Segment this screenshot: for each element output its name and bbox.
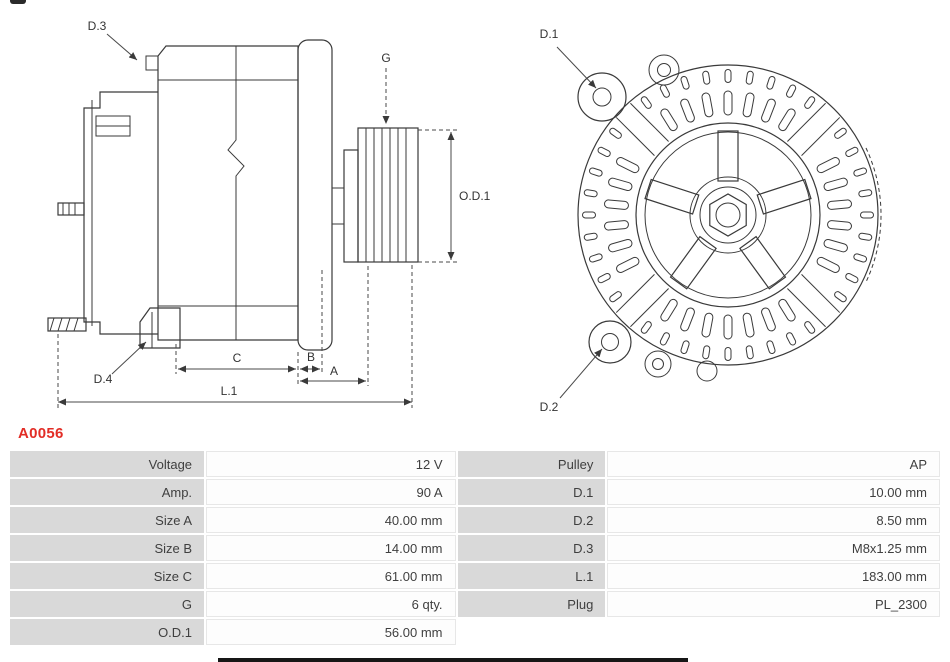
alternator-front-view	[577, 54, 882, 382]
mounting-ear-bottom	[588, 320, 632, 364]
front-bracket	[297, 39, 333, 351]
spec-label: Amp.	[10, 479, 205, 505]
pulley-spoke	[739, 235, 787, 290]
pulley-hub	[343, 149, 359, 263]
technical-diagram: D.3 D.4 G O.D.1 C B A L.1	[47, 19, 882, 414]
part-number: A0056	[18, 425, 64, 442]
spec-value: AP	[607, 451, 940, 477]
spec-value: PL_2300	[607, 591, 940, 617]
spec-value	[607, 619, 940, 645]
housing-section-line	[227, 46, 245, 340]
spec-label: Size C	[10, 563, 205, 589]
pulley-spoke	[644, 178, 700, 215]
housing-rib-edge	[865, 147, 882, 283]
page-corner-mark	[10, 0, 26, 4]
spec-value: 12 V	[206, 451, 456, 477]
dim-label-l1: L.1	[221, 384, 238, 398]
mounting-ear-top	[577, 72, 627, 122]
dim-label-c: C	[233, 351, 242, 365]
spec-label: D.1	[457, 479, 606, 505]
spec-value: 8.50 mm	[607, 507, 940, 533]
spec-value: 6 qty.	[206, 591, 456, 617]
spec-value: 40.00 mm	[206, 507, 456, 533]
spec-label: L.1	[457, 563, 606, 589]
front-view-dimensions: D.1 D.2	[540, 27, 603, 414]
spec-label: D.2	[457, 507, 606, 533]
dim-label-g: G	[381, 51, 390, 65]
spec-value: 90 A	[206, 479, 456, 505]
housing-outer-circle	[577, 64, 879, 366]
spec-label: Voltage	[10, 451, 205, 477]
spec-value: 56.00 mm	[206, 619, 456, 645]
main-housing-outline	[157, 45, 299, 341]
rear-bolt	[57, 202, 85, 216]
spec-label: O.D.1	[10, 619, 205, 645]
mounting-lug	[139, 307, 181, 349]
vent-slots	[582, 69, 874, 361]
spec-label: Pulley	[457, 451, 606, 477]
pulley-outer	[635, 122, 821, 308]
spec-value: 10.00 mm	[607, 479, 940, 505]
bottom-strip	[218, 658, 688, 662]
dim-label-d1: D.1	[540, 27, 559, 41]
pulley-grooves	[357, 127, 419, 263]
spec-value: 14.00 mm	[206, 535, 456, 561]
spec-value: 61.00 mm	[206, 563, 456, 589]
alternator-side-view	[47, 39, 419, 351]
spec-label: Size B	[10, 535, 205, 561]
threaded-stud	[47, 317, 87, 332]
alternator-drawing: D.3 D.4 G O.D.1 C B A L.1	[47, 19, 882, 414]
rear-housing-outline	[83, 91, 158, 335]
pulley-spoke	[717, 130, 739, 182]
dim-label-a: A	[330, 364, 338, 378]
dim-label-d4: D.4	[94, 372, 113, 386]
pulley-spoke	[756, 178, 812, 215]
spec-value: M8x1.25 mm	[607, 535, 940, 561]
spec-label: D.3	[457, 535, 606, 561]
dim-label-d2: D.2	[540, 400, 559, 414]
pulley-spoke	[669, 235, 717, 290]
mounting-hole-d2	[601, 333, 619, 351]
shaft-nut	[709, 193, 747, 237]
dim-label-od1: O.D.1	[459, 189, 491, 203]
spec-label: G	[10, 591, 205, 617]
mounting-hole-d1	[592, 87, 612, 107]
spec-value: 183.00 mm	[607, 563, 940, 589]
dim-label-b: B	[307, 350, 315, 364]
spec-label	[458, 619, 606, 645]
spec-label: Plug	[457, 591, 606, 617]
dim-label-d3: D.3	[88, 19, 107, 33]
side-view-dimensions: D.3 D.4 G O.D.1 C B A L.1	[57, 19, 491, 408]
spec-label: Size A	[10, 507, 205, 533]
